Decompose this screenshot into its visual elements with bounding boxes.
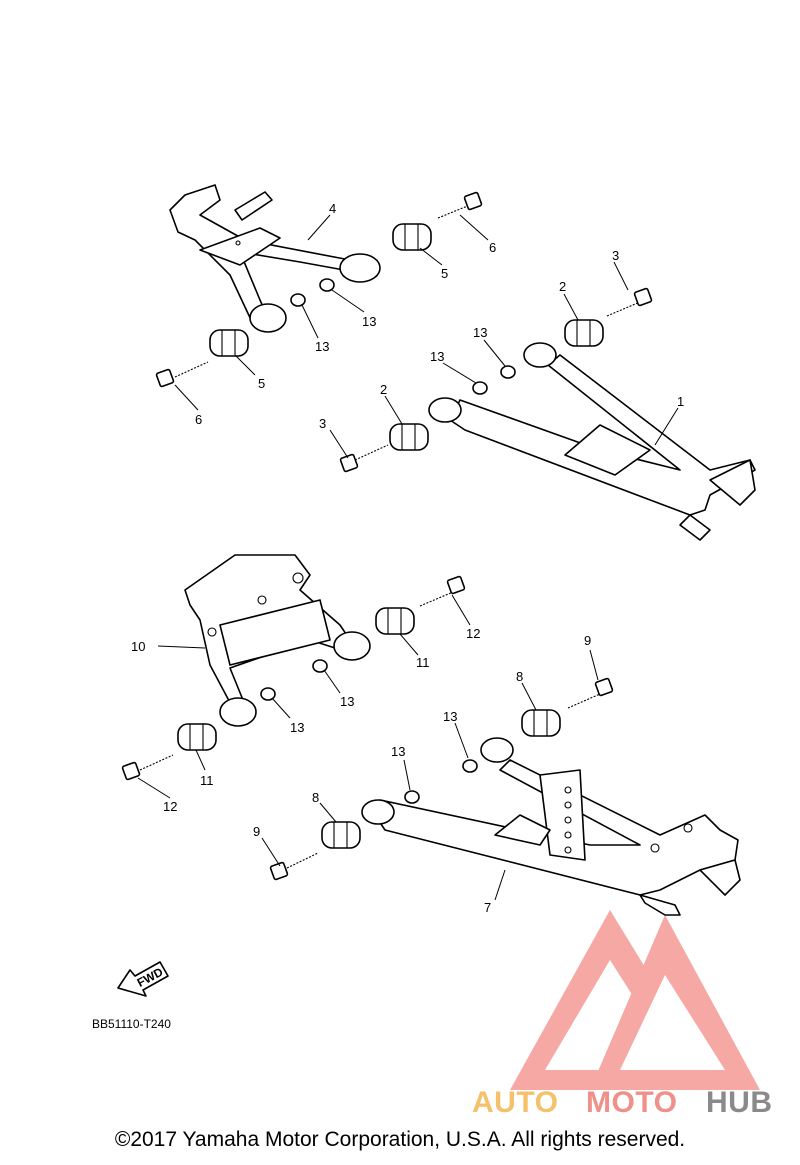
watermark-auto: AUTO: [472, 1086, 558, 1119]
watermark-text: AUTO MOTO HUB: [472, 1086, 773, 1119]
callout-7: 7: [484, 900, 491, 915]
callout-13: 13: [362, 314, 376, 329]
nut-part-13-a: [319, 278, 335, 292]
nut-part-13-b: [290, 293, 306, 307]
watermark-hub: HUB: [706, 1086, 773, 1119]
callout-5: 5: [258, 376, 265, 391]
callout-13: 13: [473, 325, 487, 340]
callout-11: 11: [200, 773, 214, 788]
callout-lines: [137, 214, 679, 901]
bolt-part-3-lower: [339, 444, 389, 473]
callout-12: 12: [163, 799, 177, 814]
bolt-part-6-lower: [155, 361, 209, 388]
bolt-part-3-upper: [606, 287, 653, 317]
callout-13: 13: [315, 339, 329, 354]
callout-6: 6: [195, 412, 202, 427]
watermark-logo: [510, 910, 760, 1090]
diagram-code: BB51110-T240: [92, 1017, 171, 1031]
bolt-part-9-upper: [567, 677, 614, 709]
callout-13: 13: [443, 709, 457, 724]
bushing-part-2-lower: [389, 423, 429, 451]
upper-arm-part-10: [184, 554, 371, 727]
callout-5: 5: [441, 266, 448, 281]
callout-1: 1: [677, 394, 684, 409]
callout-6: 6: [489, 240, 496, 255]
copyright-text: ©2017 Yamaha Motor Corporation, U.S.A. A…: [114, 1128, 686, 1151]
callout-3: 3: [612, 248, 619, 263]
bolt-part-12-upper: [419, 575, 466, 607]
bushing-part-5-upper: [392, 223, 432, 251]
watermark-moto: MOTO: [586, 1086, 677, 1119]
callout-4: 4: [329, 201, 336, 216]
callout-8: 8: [312, 790, 319, 805]
bushing-part-8-lower: [321, 821, 361, 849]
bushing-part-8-upper: [521, 709, 561, 737]
callout-numbers: 4 6 5 13 13 5 6 3 2 13 13 2 3 1 10 12 11…: [131, 201, 684, 915]
nut-part-13-h: [404, 790, 420, 804]
bushing-part-11-upper: [375, 607, 415, 635]
nut-part-13-c: [500, 365, 516, 379]
callout-9: 9: [584, 633, 591, 648]
callout-12: 12: [466, 626, 480, 641]
nut-part-13-f: [260, 687, 276, 701]
callout-3: 3: [319, 416, 326, 431]
bolt-part-9-lower: [269, 852, 319, 881]
callout-11: 11: [416, 655, 430, 670]
nut-part-13-e: [312, 659, 328, 673]
lower-arm-part-7: [361, 737, 741, 916]
bolt-part-12-lower: [121, 754, 174, 781]
callout-2: 2: [559, 279, 566, 294]
bolt-part-6-upper: [437, 191, 483, 219]
lower-arm-part-1: [428, 342, 756, 541]
callout-10: 10: [131, 639, 145, 654]
nut-part-13-d: [472, 381, 488, 395]
callout-9: 9: [253, 824, 260, 839]
forward-arrow-icon: FWD: [117, 961, 169, 997]
callout-13: 13: [290, 720, 304, 735]
bushing-part-2-upper: [564, 319, 604, 347]
upper-arm-part-4: [169, 184, 381, 333]
callout-8: 8: [516, 669, 523, 684]
bushing-part-11-lower: [177, 723, 217, 751]
nut-part-13-g: [462, 759, 478, 773]
callout-13: 13: [391, 744, 405, 759]
bushing-part-5-lower: [209, 329, 249, 357]
callout-13: 13: [430, 349, 444, 364]
callout-13: 13: [340, 694, 354, 709]
callout-2: 2: [380, 382, 387, 397]
